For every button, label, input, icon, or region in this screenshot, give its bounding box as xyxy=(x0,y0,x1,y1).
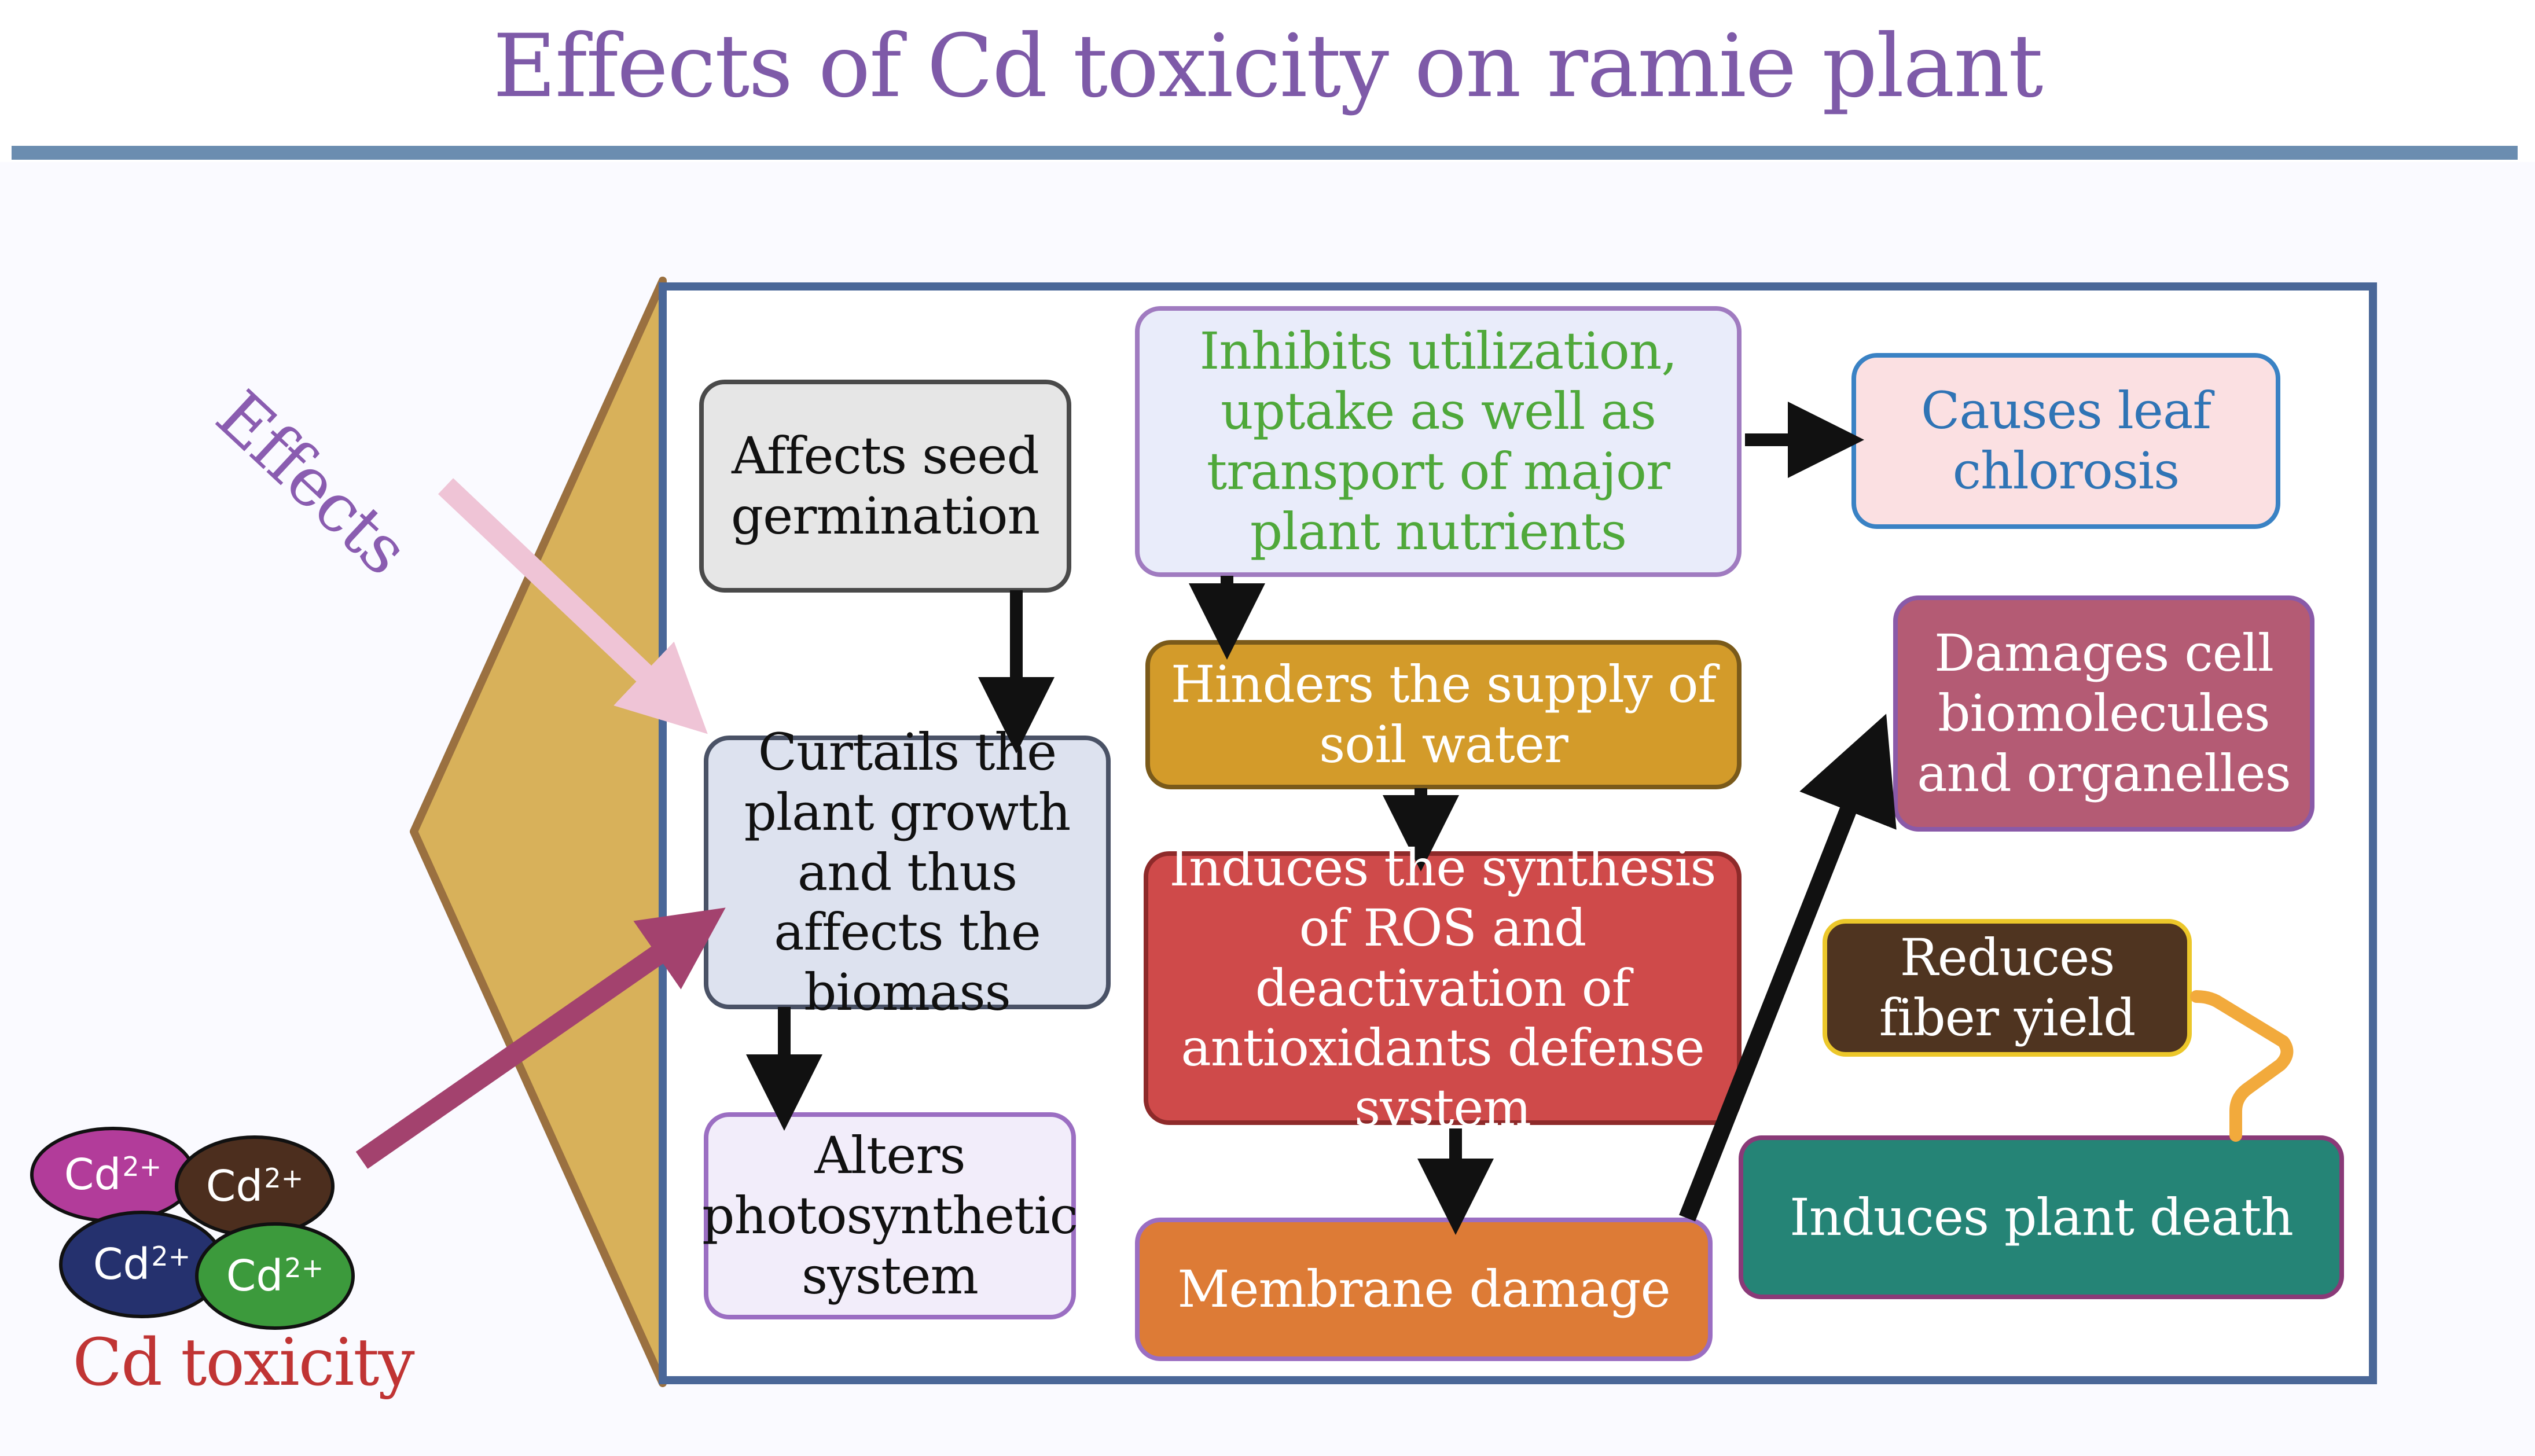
header-rule xyxy=(12,146,2518,160)
cd-ion-charge: 2+ xyxy=(122,1151,162,1182)
box-nutrients xyxy=(1135,306,1742,577)
box-curtails-growth-text: Curtails the plant growth and thus affec… xyxy=(744,722,1071,1023)
box-leaf-chlorosis-text: Causes leaf chlorosis xyxy=(1920,381,2211,501)
box-damages-cell-text: Damages cell biomolecules and organelles xyxy=(1917,623,2291,803)
box-nutrients-text: Inhibits utilization, uptake as well as … xyxy=(1199,321,1678,561)
box-fiber-yield xyxy=(1823,919,2192,1057)
box-photosynthetic-text: Alters photosynthetic system xyxy=(702,1126,1078,1306)
connector-death-to-fiber xyxy=(2190,990,2294,1142)
cd-ion-symbol: Cd xyxy=(93,1240,150,1289)
box-photosynthetic xyxy=(704,1112,1076,1319)
cd-ion-symbol: Cd xyxy=(205,1161,263,1211)
cd-ion-charge: 2+ xyxy=(284,1252,324,1284)
box-plant-death xyxy=(1739,1135,2344,1299)
box-seed-germination-text: Affects seed germination xyxy=(730,426,1040,546)
box-plant-death-text: Induces plant death xyxy=(1790,1187,2294,1247)
arrow-membrane-to-damages xyxy=(1679,714,1897,1222)
box-soil-water-text: Hinders the supply of soil water xyxy=(1170,655,1717,774)
box-soil-water xyxy=(1145,640,1742,789)
box-curtails-growth xyxy=(704,736,1111,1009)
box-fiber-yield-text: Reduces fiber yield xyxy=(1879,928,2136,1047)
arrow-cd-toxicity xyxy=(355,907,726,1169)
cd-ion-symbol: Cd xyxy=(64,1150,122,1200)
box-ros-text: Induces the synthesis of ROS and deactiv… xyxy=(1169,837,1716,1138)
box-damages-cell xyxy=(1893,595,2314,832)
box-seed-germination xyxy=(699,380,1071,593)
cd-ion-symbol: Cd xyxy=(226,1251,284,1301)
cd-ion-blob xyxy=(195,1222,355,1330)
cd-ion-charge: 2+ xyxy=(264,1163,304,1194)
page-title: Effects of Cd toxicity on ramie plant xyxy=(493,16,2044,117)
arrow-effects xyxy=(438,478,708,734)
cd-toxicity-label: Cd toxicity xyxy=(72,1325,414,1400)
box-membrane-damage-text: Membrane damage xyxy=(1177,1259,1670,1319)
cd-ion-charge: 2+ xyxy=(151,1241,191,1272)
